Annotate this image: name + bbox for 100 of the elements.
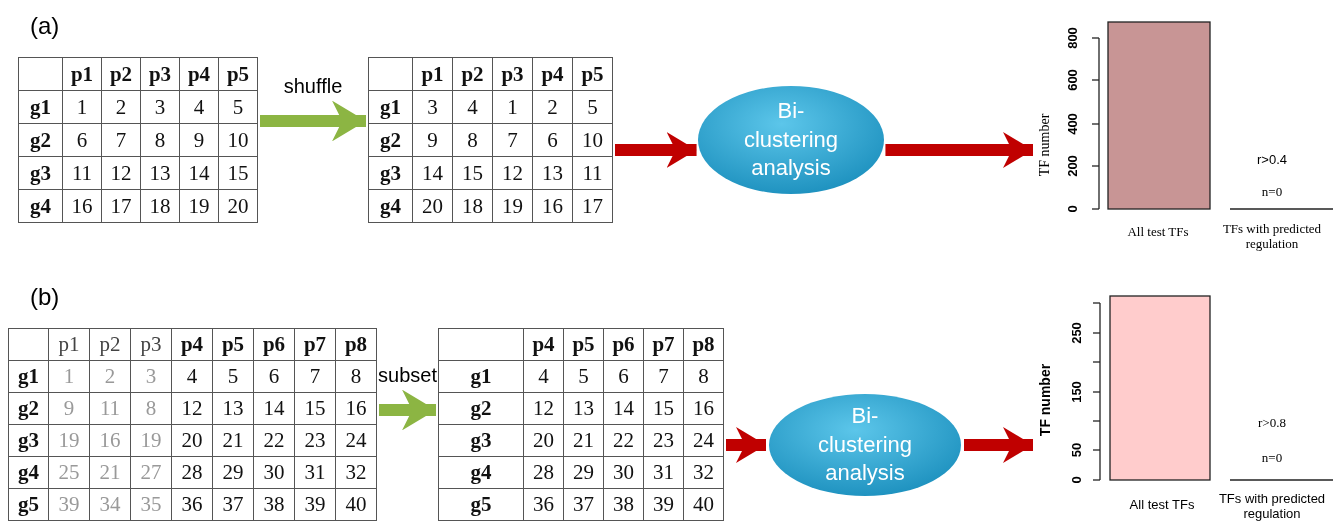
table-cell: 13 [564, 393, 604, 425]
table-cell: 29 [564, 457, 604, 489]
table-cell: p7 [644, 329, 684, 361]
data-table [18, 57, 258, 223]
tick-label: 800 [1065, 27, 1081, 49]
table-cell: 16 [90, 425, 131, 457]
table-cell: 2 [90, 361, 131, 393]
table-cell: 15 [644, 393, 684, 425]
table-cell: 2 [533, 91, 573, 124]
table-cell: 39 [49, 489, 90, 521]
table-cell: p1 [413, 58, 453, 91]
table-cell: p1 [63, 58, 102, 91]
arrow [615, 132, 697, 168]
table-cell: 28 [172, 457, 213, 489]
table-cell: p5 [219, 58, 258, 91]
table-cell: g3 [369, 157, 413, 190]
table-cell: 9 [180, 124, 219, 157]
table-cell: 6 [533, 124, 573, 157]
table-cell: 31 [644, 457, 684, 489]
table-cell: 6 [604, 361, 644, 393]
table-cell: 21 [564, 425, 604, 457]
table-cell: 30 [604, 457, 644, 489]
table-cell: 19 [493, 190, 533, 223]
table-cell: 1 [493, 91, 533, 124]
axis-title: TF number [1036, 113, 1053, 177]
table-cell: 4 [172, 361, 213, 393]
table-cell: p4 [172, 329, 213, 361]
table-cell: 11 [90, 393, 131, 425]
table-cell: 20 [219, 190, 258, 223]
table-cell: 3 [413, 91, 453, 124]
table-cell: 8 [336, 361, 377, 393]
table-cell: 1 [49, 361, 90, 393]
table-cell: 37 [564, 489, 604, 521]
category-label: All test TFs [1129, 497, 1195, 513]
table-cell: p5 [573, 58, 613, 91]
table-cell: 31 [295, 457, 336, 489]
process-ellipse [768, 393, 962, 497]
table-cell: 7 [644, 361, 684, 393]
table-cell: g4 [439, 457, 524, 489]
table-cell: 4 [524, 361, 564, 393]
table-cell: 14 [254, 393, 295, 425]
table-cell: g1 [439, 361, 524, 393]
arrow [726, 427, 766, 463]
tick-label: 400 [1065, 113, 1081, 135]
table-cell: p4 [524, 329, 564, 361]
table-cell: g1 [369, 91, 413, 124]
table-cell: 36 [172, 489, 213, 521]
table-cell: 13 [533, 157, 573, 190]
table-cell: 8 [141, 124, 180, 157]
table-cell: 9 [413, 124, 453, 157]
table-cell: 30 [254, 457, 295, 489]
table-cell: 10 [573, 124, 613, 157]
table-cell: 14 [413, 157, 453, 190]
table-cell: 8 [684, 361, 724, 393]
process-ellipse [697, 85, 885, 195]
annotation: n=0 [1261, 450, 1283, 466]
data-table [8, 328, 377, 521]
category-label: TFs with predicted regulation [1217, 492, 1327, 522]
table-cell: 11 [573, 157, 613, 190]
table-cell: 5 [573, 91, 613, 124]
table-cell: g5 [9, 489, 49, 521]
table-cell: 3 [141, 91, 180, 124]
table-cell: 21 [90, 457, 131, 489]
annotation: n=0 [1261, 184, 1283, 200]
tick-label: 0 [1065, 205, 1081, 213]
category-label: TFs with predicted regulation [1221, 222, 1323, 252]
table-cell: p4 [533, 58, 573, 91]
panel-label: (a) [30, 12, 60, 40]
table-cell: 19 [131, 425, 172, 457]
table-cell: 35 [131, 489, 172, 521]
table-cell: 13 [141, 157, 180, 190]
data-table [438, 328, 724, 521]
table-cell: 22 [604, 425, 644, 457]
table-cell: 7 [102, 124, 141, 157]
table-cell: 16 [336, 393, 377, 425]
table-cell: 16 [533, 190, 573, 223]
table-cell: 12 [172, 393, 213, 425]
table-cell: p7 [295, 329, 336, 361]
arrow [379, 389, 436, 431]
table-cell: 12 [493, 157, 533, 190]
table-cell: 4 [180, 91, 219, 124]
table-cell: g1 [19, 91, 63, 124]
table-cell: 32 [684, 457, 724, 489]
table-cell: p4 [180, 58, 219, 91]
table-cell: 15 [295, 393, 336, 425]
table-cell: 40 [336, 489, 377, 521]
table-cell: 14 [180, 157, 219, 190]
table-cell: 4 [453, 91, 493, 124]
table-cell: 9 [49, 393, 90, 425]
table-cell: 27 [131, 457, 172, 489]
table-cell: g5 [439, 489, 524, 521]
table-cell: g2 [9, 393, 49, 425]
annotation: r>0.8 [1258, 415, 1286, 431]
table-cell: p3 [493, 58, 533, 91]
table-cell: g4 [9, 457, 49, 489]
tick-label: 600 [1065, 69, 1081, 91]
axis-title: TF number [1036, 363, 1054, 437]
tick-label: 0 [1069, 476, 1085, 484]
table-cell: 13 [213, 393, 254, 425]
table-cell: 7 [493, 124, 533, 157]
